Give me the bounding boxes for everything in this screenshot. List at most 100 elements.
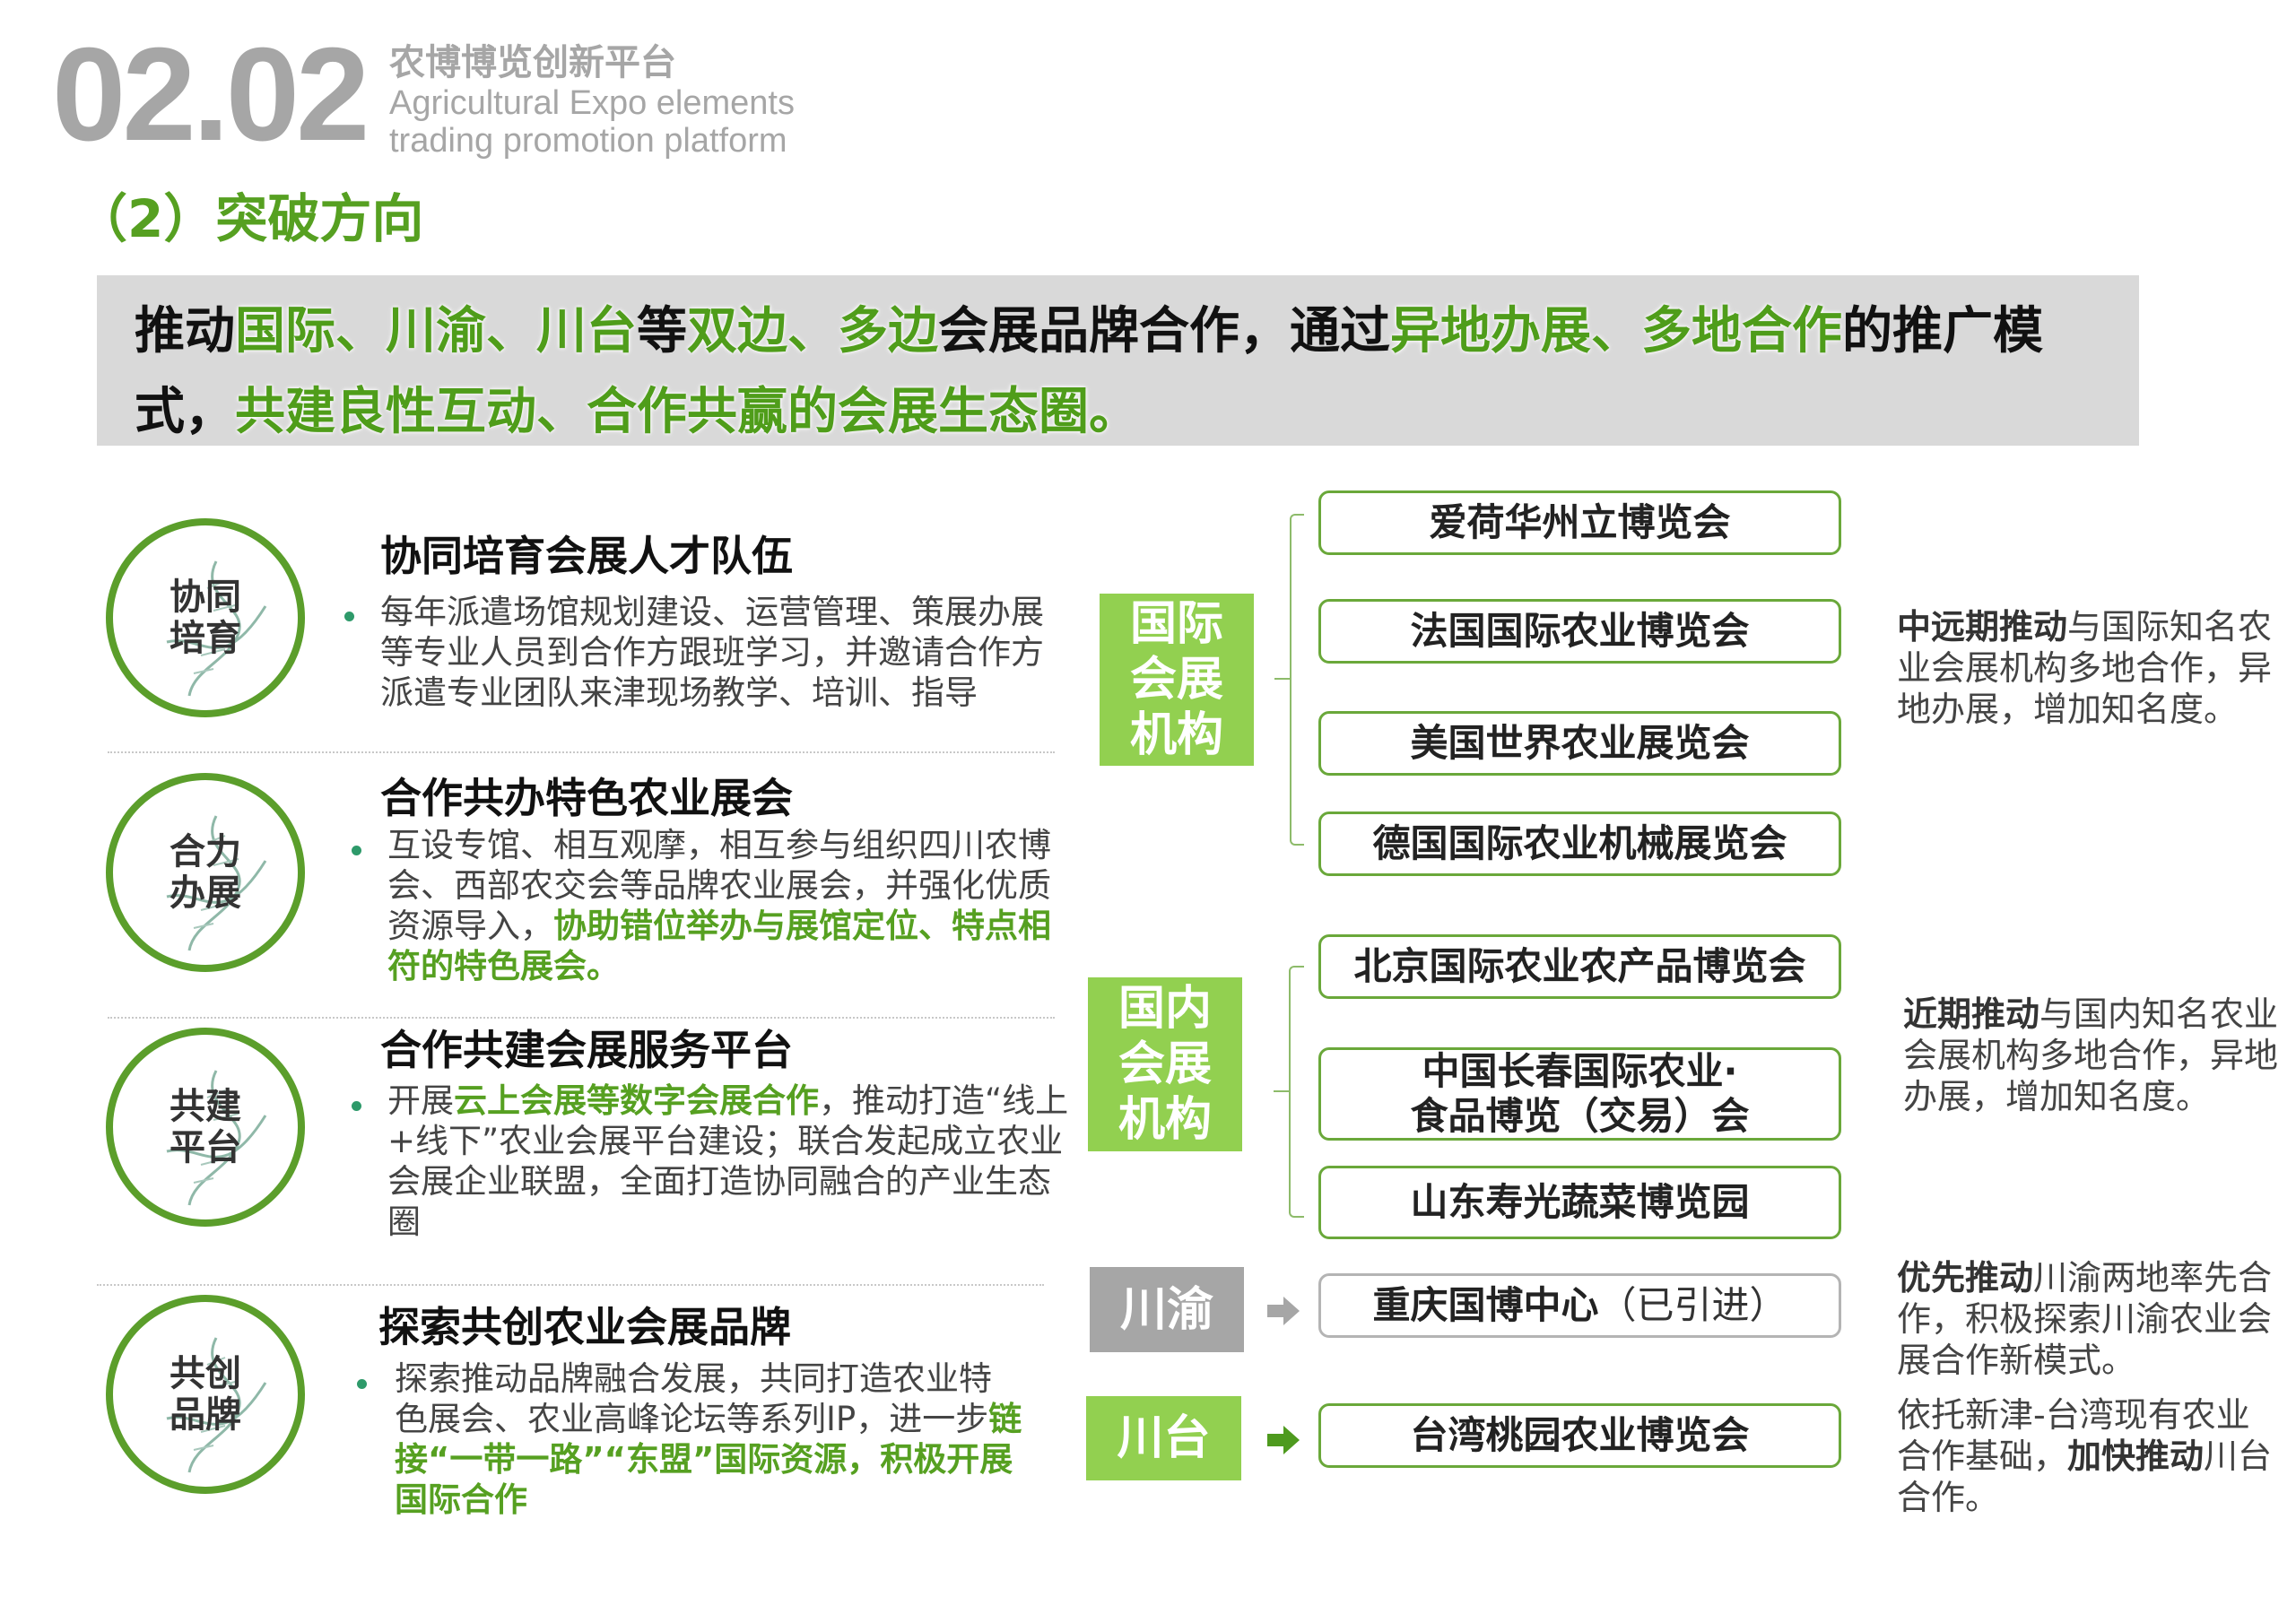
badge-label: 合力 办展 — [113, 780, 298, 965]
category-line: 机构 — [1129, 708, 1223, 762]
note-bold: 优先推动 — [1897, 1258, 2034, 1298]
banner-seg-highlight: 共建良性互动、合作共赢的会展生态圈。 — [235, 383, 1139, 441]
category-line: 会展 — [1118, 1037, 1212, 1091]
initiative-body: 开展云上会展等数字会展合作，推动打造“线上+线下”农业会展平台建设；联合发起成立… — [387, 1081, 1078, 1242]
org-status: （已引进） — [1598, 1283, 1787, 1327]
bracket-top — [1289, 966, 1304, 1093]
badge-circle: 协同 培育 — [106, 518, 305, 717]
arrow-right-icon — [1267, 1426, 1300, 1454]
badge-line: 共创 — [170, 1353, 241, 1394]
category-line: 国内 — [1118, 982, 1212, 1036]
arrow-right-icon — [1267, 1297, 1300, 1325]
category-line: 国际 — [1129, 597, 1223, 651]
badge-line: 平台 — [170, 1127, 241, 1168]
subheading: （2）突破方向 — [75, 188, 424, 249]
note-domestic: 近期推动与国内知名农业会展机构多地合作，异地办展，增加知名度。 — [1903, 994, 2280, 1117]
banner-text: 推动国际、川渝、川台等双边、多边会展品牌合作，通过异地办展、多地合作的推广模式，… — [135, 291, 2117, 453]
note-text: 川渝两地率先合作，积极探索川渝农业会展合作新模式。 — [1897, 1258, 2273, 1380]
org-line: 中国长春国际农业· — [1422, 1049, 1738, 1093]
body-highlight: 链接“一带一路”“东盟”国际资源，积极开展国际合作 — [395, 1400, 1022, 1519]
badge-line: 办展 — [170, 872, 241, 914]
note-international: 中远期推动与国际知名农业会展机构多地合作，异地办展，增加知名度。 — [1897, 606, 2274, 730]
note-text: 与国内知名农业会展机构多地合作，异地办展，增加知名度。 — [1903, 994, 2279, 1116]
body-text: 互设专馆、相互观摩，相互参与组织四川农博会、西部农交会等品牌农业展会，并强化优质… — [387, 826, 1051, 945]
note-chuantai: 依托新津-台湾现有农业合作基础，加快推动川台合作。 — [1897, 1394, 2274, 1518]
bracket-bottom — [1290, 679, 1304, 846]
initiative-body: 探索推动品牌融合发展，共同打造农业特色展会、农业高峰论坛等系列IP，进一步链接“… — [395, 1358, 1022, 1520]
dna-helix-icon — [166, 815, 267, 951]
bullet-icon — [357, 1379, 367, 1389]
initiative-title: 合作共建会展服务平台 — [380, 1026, 793, 1074]
note-bold: 中远期推动 — [1897, 607, 2068, 647]
banner-seg-highlight: 双边、多边 — [687, 302, 938, 360]
initiative-title: 协同培育会展人才队伍 — [380, 532, 793, 580]
divider — [108, 751, 1055, 753]
bracket-tip — [1274, 1090, 1289, 1092]
badge-line: 合力 — [170, 831, 241, 872]
badge-line: 共建 — [170, 1086, 241, 1127]
summary-banner: 推动国际、川渝、川台等双边、多边会展品牌合作，通过异地办展、多地合作的推广模式，… — [97, 275, 2139, 446]
body-text: ，推动打造“线上+线下”农业会展平台建设；联合发起成立农业会展企业联盟，全面打造… — [387, 1081, 1069, 1241]
badge-line: 培育 — [170, 618, 241, 659]
bracket-tip — [1274, 678, 1290, 680]
dna-helix-icon — [166, 1337, 267, 1473]
section-title-en-line1: Agricultural Expo elements — [389, 84, 795, 122]
bullet-icon — [344, 612, 354, 621]
bracket-top — [1290, 514, 1304, 681]
initiative-body: 每年派遣场馆规划建设、运营管理、策展办展等专业人员到合作方跟班学习，并邀请合作方… — [380, 592, 1071, 713]
badge-line: 协同 — [170, 577, 241, 618]
org-box: 中国长春国际农业· 食品博览（交易）会 — [1318, 1047, 1841, 1141]
initiative-title: 探索共创农业会展品牌 — [378, 1303, 791, 1351]
org-box: 重庆国博中心（已引进） — [1318, 1273, 1841, 1338]
org-box: 德国国际农业机械展览会 — [1318, 812, 1841, 876]
body-highlight: 云上会展等数字会展合作 — [454, 1081, 819, 1120]
bracket-bottom — [1289, 1091, 1304, 1218]
section-title-en-line2: trading promotion platform — [389, 122, 787, 160]
section-title-cn: 农博博览创新平台 — [389, 42, 676, 83]
org-line: 食品博览（交易）会 — [1410, 1094, 1750, 1138]
category-label-international: 国际 会展 机构 — [1100, 594, 1254, 766]
banner-seg: 推动 — [135, 302, 235, 360]
body-highlight: 协助错位举办与展馆定位、特点相符的特色展会。 — [387, 907, 1051, 985]
org-box: 爱荷华州立博览会 — [1318, 490, 1841, 555]
org-name: 重庆国博中心 — [1372, 1283, 1599, 1327]
note-bold: 加快推动 — [2067, 1436, 2205, 1476]
note-chuanyu: 优先推动川渝两地率先合作，积极探索川渝农业会展合作新模式。 — [1897, 1257, 2274, 1381]
section-title-en: Agricultural Expo elements trading promo… — [389, 84, 795, 160]
badge-circle: 共建 平台 — [106, 1028, 305, 1227]
badge-line: 品牌 — [170, 1394, 241, 1436]
initiative-body: 互设专馆、相互观摩，相互参与组织四川农博会、西部农交会等品牌农业展会，并强化优质… — [387, 825, 1078, 986]
note-text: 川台合作。 — [1897, 1436, 2273, 1517]
body-text: 开展 — [387, 1081, 454, 1120]
dna-helix-icon — [166, 560, 267, 697]
category-line: 川渝 — [1119, 1282, 1213, 1337]
body-text: 探索推动品牌融合发展，共同打造农业特色展会、农业高峰论坛等系列IP，进一步 — [395, 1359, 992, 1438]
bullet-icon — [352, 1101, 361, 1111]
section-number: 02.02 — [52, 21, 370, 169]
dna-helix-icon — [166, 1070, 267, 1206]
org-box: 台湾桃园农业博览会 — [1318, 1403, 1841, 1468]
category-label-chuantai: 川台 — [1086, 1396, 1241, 1480]
banner-seg: 会展品牌合作，通过 — [938, 302, 1390, 360]
banner-seg: 的推广模式， — [135, 302, 2043, 441]
badge-circle: 共创 品牌 — [106, 1295, 305, 1494]
org-box: 美国世界农业展览会 — [1318, 711, 1841, 776]
org-box: 法国国际农业博览会 — [1318, 599, 1841, 664]
bullet-icon — [352, 846, 361, 855]
org-box: 北京国际农业农产品博览会 — [1318, 934, 1841, 999]
category-label-domestic: 国内 会展 机构 — [1088, 977, 1242, 1151]
banner-seg-highlight: 国际、川渝、川台 — [235, 302, 637, 360]
badge-label: 共创 品牌 — [113, 1302, 298, 1487]
category-line: 会展 — [1129, 653, 1223, 707]
category-line: 川台 — [1117, 1411, 1211, 1465]
note-text: 与国际知名农业会展机构多地合作，异地办展，增加知名度。 — [1897, 607, 2273, 729]
body-text: 每年派遣场馆规划建设、运营管理、策展办展等专业人员到合作方跟班学习，并邀请合作方… — [380, 593, 1044, 712]
category-label-chuanyu: 川渝 — [1090, 1267, 1244, 1352]
org-box: 山东寿光蔬菜博览园 — [1318, 1166, 1841, 1239]
divider — [97, 1284, 1044, 1286]
badge-label: 协同 培育 — [113, 525, 298, 710]
banner-seg: 等 — [637, 302, 687, 360]
badge-circle: 合力 办展 — [106, 773, 305, 972]
note-text: 依托新津-台湾现有农业合作基础， — [1897, 1395, 2250, 1476]
badge-label: 共建 平台 — [113, 1035, 298, 1219]
